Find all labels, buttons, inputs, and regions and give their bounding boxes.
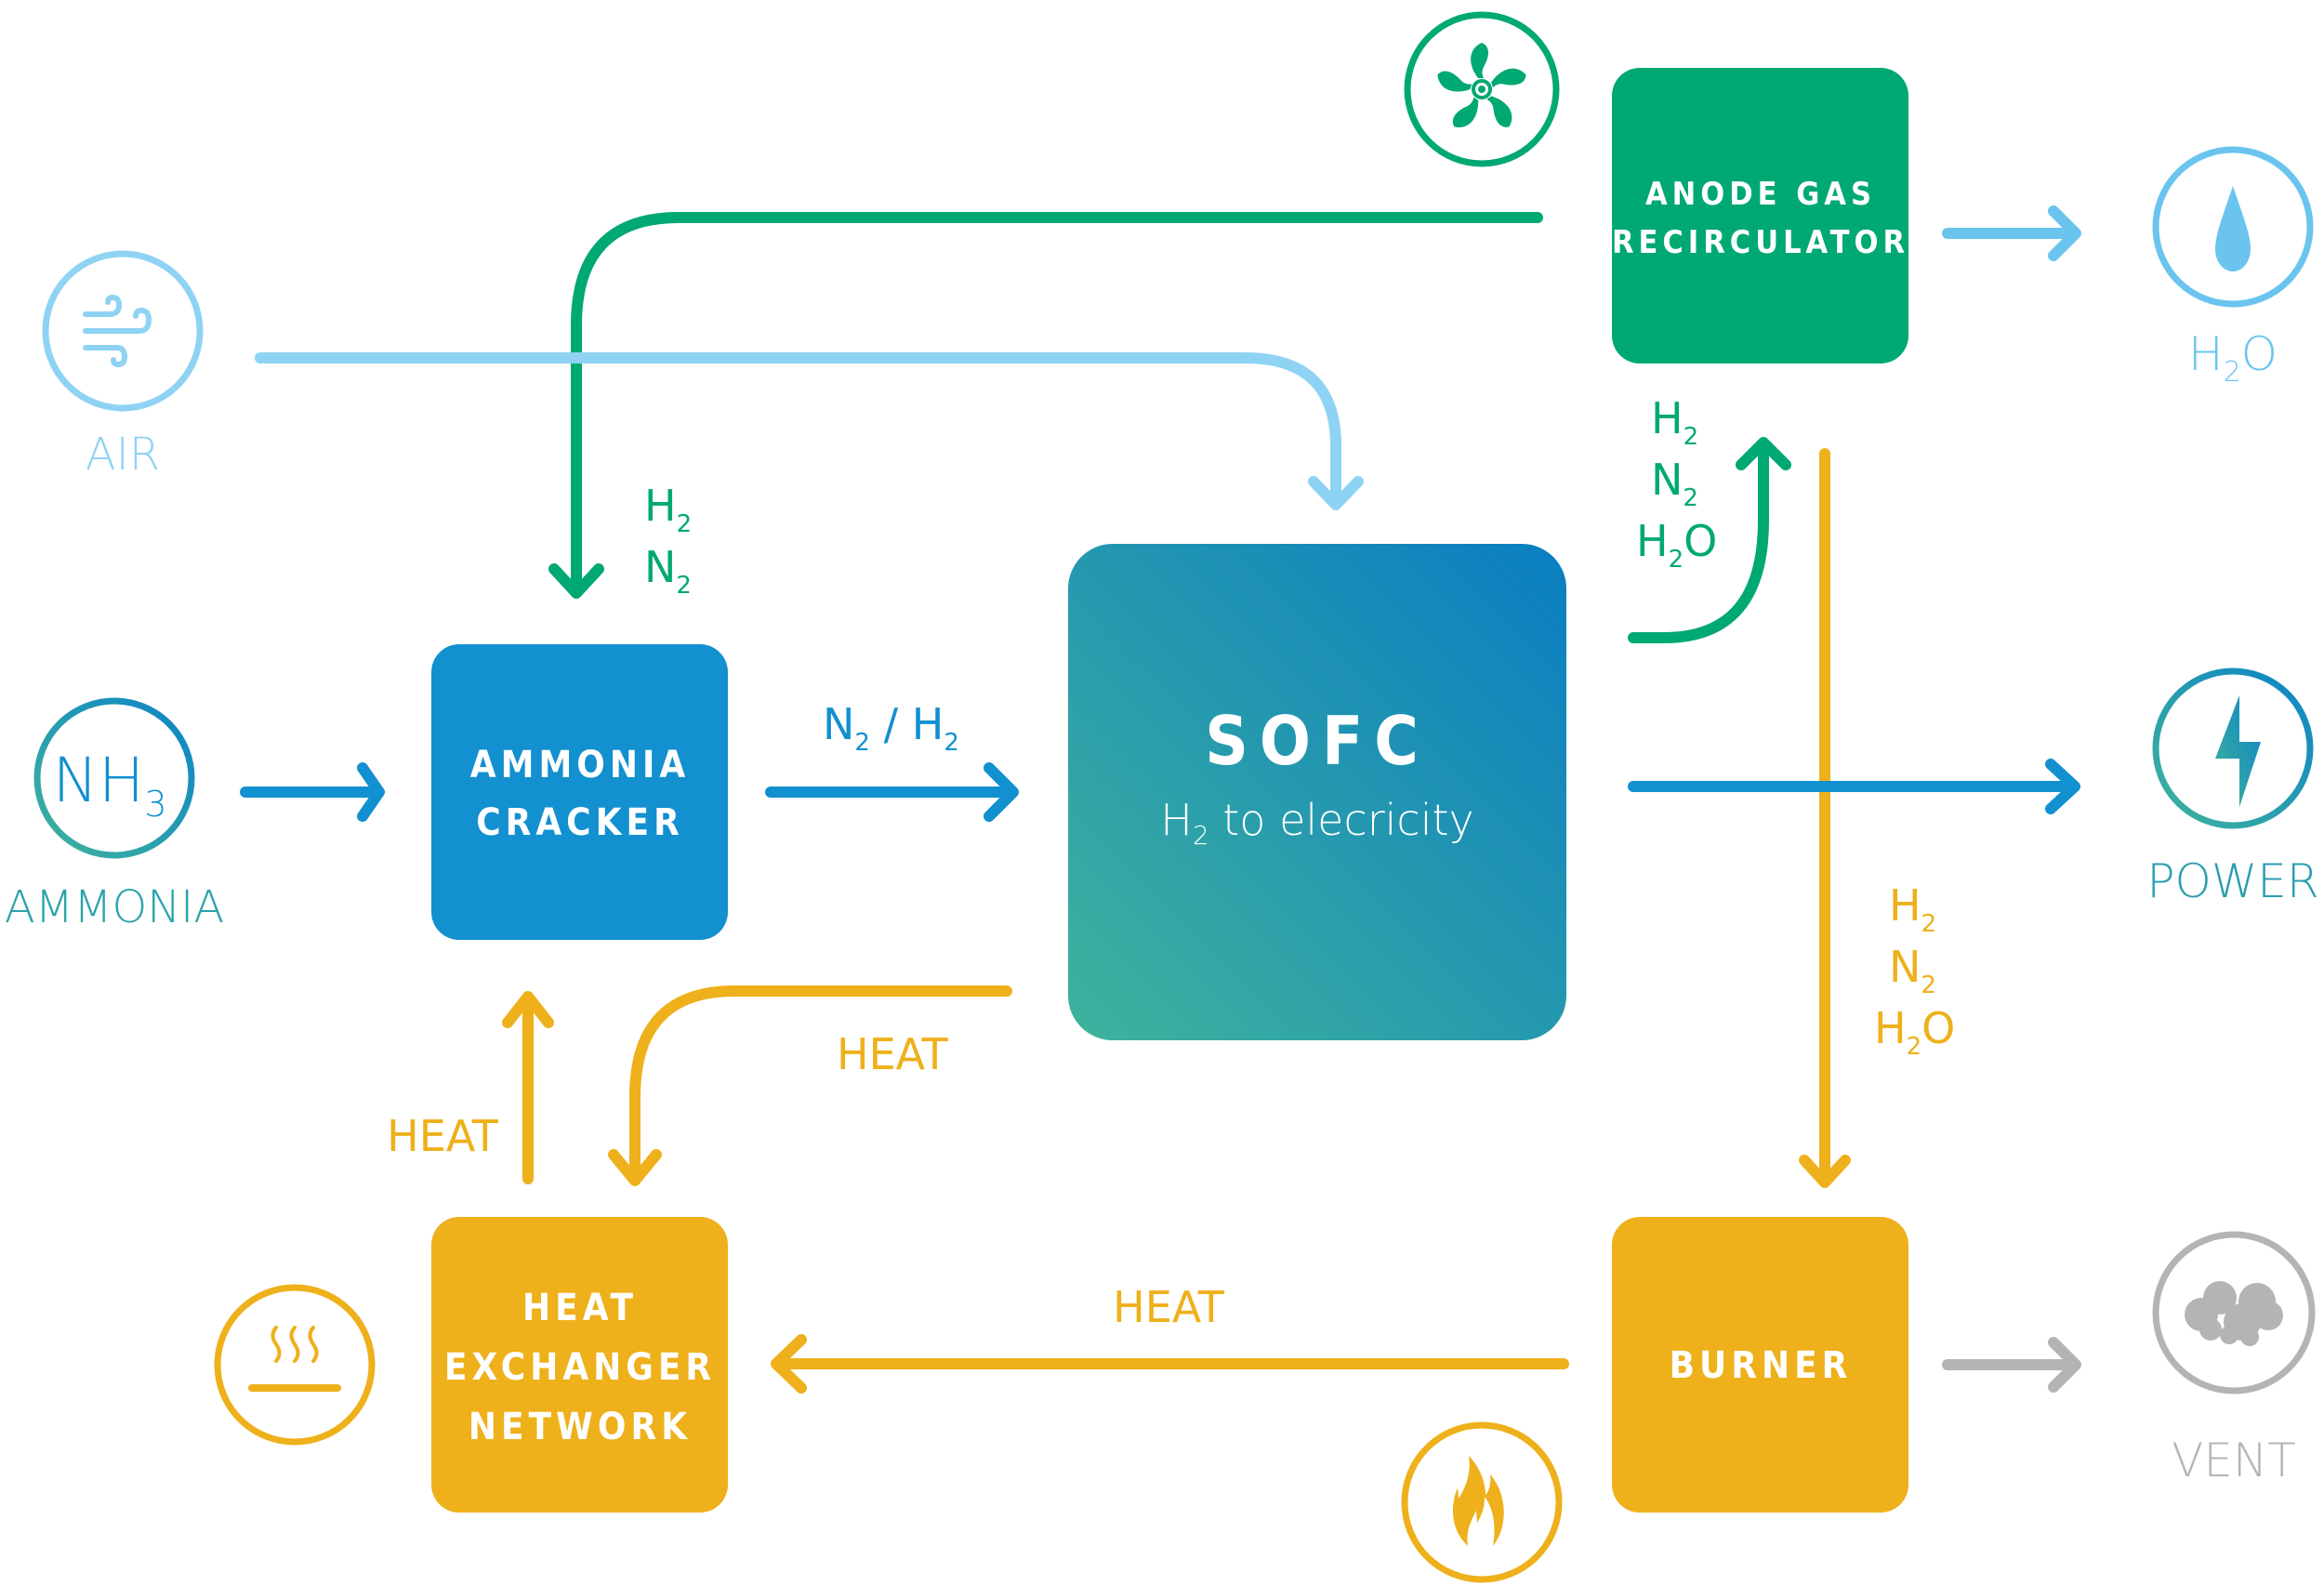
water-output: H2O <box>2152 146 2314 389</box>
sofc-subtitle: H2 to elecricity <box>1160 795 1474 851</box>
sofc-to-recirc-line <box>1628 443 1769 643</box>
hen-to-cracker-heat-label: HEAT <box>387 1111 499 1161</box>
burner-label: BURNER <box>1670 1344 1853 1387</box>
burner-to-hen-heat-label: HEAT <box>1113 1282 1225 1332</box>
burner-box: BURNER <box>1612 1217 1908 1513</box>
recirc-to-burner-species-label: H2 N2 H2O <box>1874 880 1955 1061</box>
water-drop-icon <box>2152 146 2314 308</box>
ammonia-cracker-label-line1: AMMONIA <box>470 744 690 786</box>
sofc-to-recirc-species-label: H2 N2 H2O <box>1636 393 1717 574</box>
svg-text:H2O: H2O <box>1874 1003 1955 1061</box>
power-output: POWER <box>2146 667 2319 908</box>
anode-recirc-label-line1: ANODE GAS <box>1645 176 1876 213</box>
ammonia-to-cracker-arrowhead <box>357 762 385 822</box>
nh3-icon: NH3 <box>33 697 195 859</box>
sofc-heat-to-hen-arrowhead <box>608 1149 662 1186</box>
svg-text:N2: N2 <box>644 542 692 600</box>
air-to-sofc-arrowhead <box>1308 476 1364 510</box>
hen-label-line2: EXCHANGER <box>444 1346 716 1389</box>
lightning-icon <box>2152 667 2314 829</box>
svg-text:N2: N2 <box>1651 455 1698 512</box>
vent-output: VENT <box>2152 1231 2316 1487</box>
ammonia-label: AMMONIA <box>5 881 224 933</box>
sofc-title: SOFC <box>1205 702 1430 780</box>
sofc-to-recirc-arrowhead <box>1736 437 1791 470</box>
anode-recirc-label-line2: RECIRCULATOR <box>1612 224 1909 261</box>
svg-text:N2: N2 <box>1889 942 1936 999</box>
ammonia-cracker-label-line2: CRACKER <box>476 801 684 844</box>
anode-gas-recirculator-box: ANODE GAS RECIRCULATOR <box>1612 68 1909 363</box>
air-input: AIR <box>42 250 204 481</box>
recirc-to-water-arrowhead <box>2048 205 2081 261</box>
cracker-to-sofc-label: N2 / H2 <box>823 699 959 757</box>
sofc-heat-to-hen-line <box>629 985 1012 1177</box>
svg-text:H2O: H2O <box>1636 516 1717 574</box>
svg-text:H2: H2 <box>1889 880 1936 938</box>
recirc-to-cracker-arrowhead <box>548 563 604 599</box>
svg-text:H2: H2 <box>644 481 692 538</box>
vent-label: VENT <box>2172 1434 2296 1487</box>
ammonia-input: NH3 AMMONIA <box>5 697 224 933</box>
svg-text:NH3: NH3 <box>52 745 166 825</box>
cloud-icon <box>2152 1231 2316 1394</box>
wind-icon <box>42 250 204 412</box>
hen-label-line1: HEAT <box>522 1287 638 1329</box>
flame-icon <box>1401 1421 1563 1583</box>
burner-heat-to-hen-arrowhead <box>771 1334 807 1394</box>
hen-heat-to-cracker-arrowhead <box>502 991 554 1028</box>
heat-exchanger-network-box: HEAT EXCHANGER NETWORK <box>431 1217 728 1513</box>
recirc-to-burner-arrowhead <box>1799 1155 1851 1188</box>
recirc-to-cracker-species-label: H2 N2 <box>644 481 692 600</box>
ammonia-cracker-box: AMMONIA CRACKER <box>431 644 728 940</box>
power-label: POWER <box>2146 854 2318 908</box>
hen-label-line3: NETWORK <box>469 1406 692 1448</box>
recirc-to-cracker-line <box>571 212 1543 589</box>
air-label: AIR <box>86 429 160 481</box>
water-label: H2O <box>2188 327 2278 389</box>
cracker-to-sofc-arrowhead <box>984 762 1019 822</box>
heat-plate-icon <box>214 1284 376 1446</box>
fan-icon <box>1404 11 1560 167</box>
sofc-to-power-arrowhead <box>2045 759 2080 814</box>
burner-to-vent-arrowhead <box>2048 1337 2081 1393</box>
svg-text:H2: H2 <box>1651 393 1698 451</box>
sofc-heat-label: HEAT <box>837 1029 949 1079</box>
air-to-sofc-line <box>255 352 1341 503</box>
sofc-box: SOFC H2 to elecricity <box>1068 544 1566 1040</box>
